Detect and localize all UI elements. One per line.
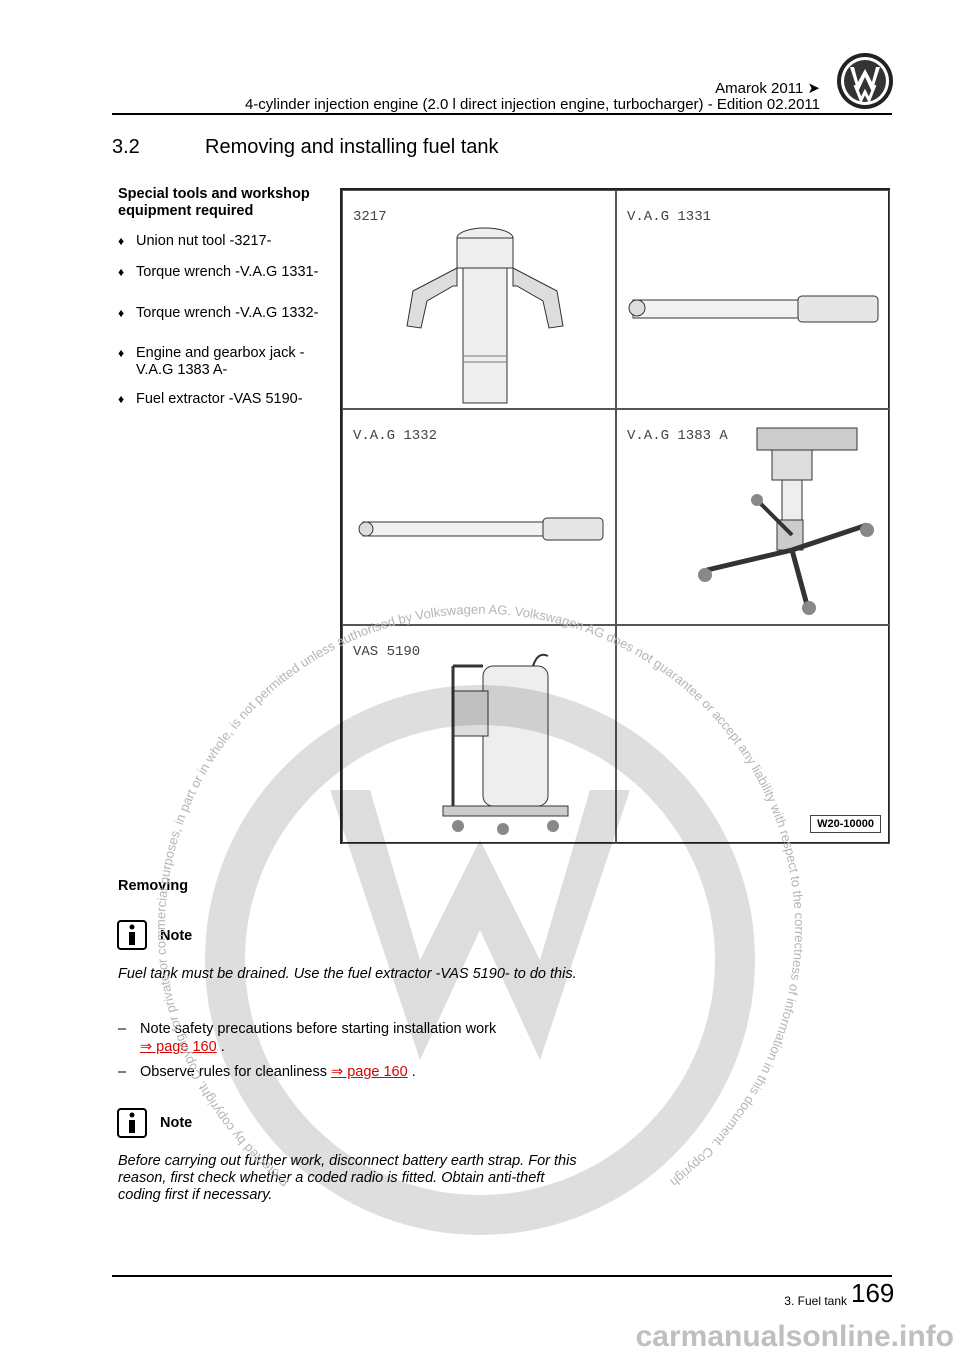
step-item: – Note safety precautions before startin… xyxy=(118,1021,497,1055)
figure-cell-vag1332: V.A.G 1332 xyxy=(342,409,616,625)
note-text: Before carrying out further work, discon… xyxy=(118,1153,577,1203)
figure-cell-vag1331: V.A.G 1331 xyxy=(616,190,890,409)
site-watermark: carmanualsonline.info xyxy=(635,1320,954,1353)
gearbox-jack-icon xyxy=(698,427,874,615)
figure-cell-vag1383a: V.A.G 1383 A xyxy=(616,409,890,625)
tool-item: ♦Torque wrench -V.A.G 1331- xyxy=(118,264,319,280)
figure-cell-3217: 3217 xyxy=(342,190,616,409)
step-item: – Observe rules for cleanliness ⇒ page 1… xyxy=(118,1064,416,1080)
vw-logo-icon xyxy=(837,53,893,109)
info-note-icon xyxy=(117,920,147,950)
header-rule xyxy=(112,113,892,115)
tools-figure: 3217 V.A.G 1331 V.A.G 1332 V.A.G 1383 A xyxy=(340,188,890,844)
figure-label: V.A.G 1383 A xyxy=(627,428,728,444)
figure-cell-empty: W20-10000 xyxy=(616,625,890,844)
figure-label: 3217 xyxy=(353,209,387,225)
info-note-icon xyxy=(117,1108,147,1138)
removing-heading: Removing xyxy=(118,878,189,894)
page-link[interactable]: ⇒ page 160 xyxy=(140,1039,217,1055)
page-number: 169 xyxy=(851,1278,895,1308)
header-model: Amarok 2011 ➤ xyxy=(715,80,820,97)
figure-cell-vas5190: VAS 5190 xyxy=(342,625,616,844)
header-subtitle: 4-cylinder injection engine (2.0 l direc… xyxy=(244,96,820,113)
tool-item: ♦Fuel extractor -VAS 5190- xyxy=(118,391,303,407)
tool-item: ♦Union nut tool -3217- xyxy=(118,233,272,249)
note-label: Note xyxy=(160,928,193,944)
tool-item: ♦Engine and gearbox jack - V.A.G 1383 A- xyxy=(118,345,305,378)
fuel-extractor-icon xyxy=(442,653,569,835)
torque-wrench-icon xyxy=(358,517,604,541)
footer-section: 3. Fuel tank xyxy=(784,1294,847,1308)
note-text: Fuel tank must be drained. Use the fuel … xyxy=(118,966,577,982)
note-label: Note xyxy=(160,1115,193,1131)
footer-rule xyxy=(112,1275,892,1277)
section-title: Removing and installing fuel tank xyxy=(205,136,499,158)
tools-heading: Special tools and workshop equipment req… xyxy=(118,186,310,219)
figure-label: V.A.G 1332 xyxy=(353,428,438,444)
figure-label: V.A.G 1331 xyxy=(627,209,712,225)
tool-item: ♦Torque wrench -V.A.G 1332- xyxy=(118,305,319,321)
page-link[interactable]: ⇒ page 160 xyxy=(331,1064,408,1080)
figure-reference: W20-10000 xyxy=(810,815,881,833)
torque-wrench-icon xyxy=(628,295,879,323)
section-number: 3.2 xyxy=(112,136,140,158)
figure-label: VAS 5190 xyxy=(353,644,421,660)
union-nut-tool-icon xyxy=(406,227,564,404)
